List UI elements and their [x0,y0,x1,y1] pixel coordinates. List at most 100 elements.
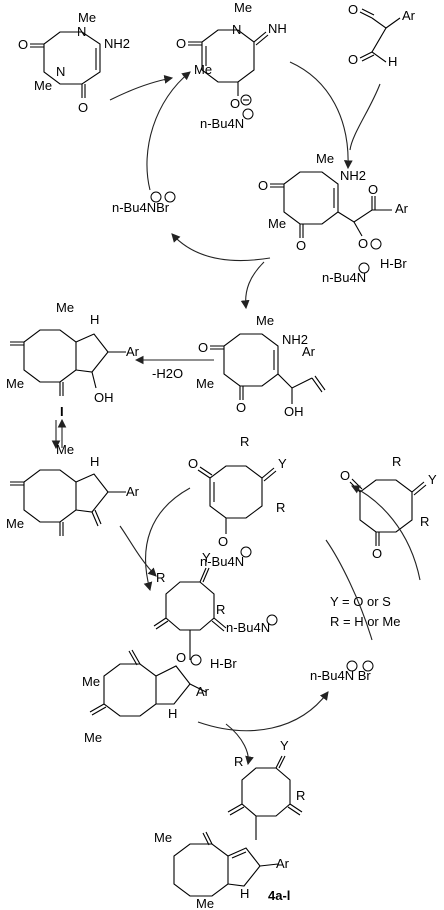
n3-methyl: Me [6,516,24,531]
n3-methyl: Me [34,78,52,93]
n1-methyl: Me [78,10,96,25]
c4-oxygen: O [236,400,246,415]
amino-group: NH2 [282,332,308,347]
intermediate-barbiturate-anion: R Y R O O n-Bu4N [188,434,287,569]
amino-group: NH2 [104,36,130,51]
n1-methyl: Me [234,0,252,15]
arrow-catalyst-regenerate [146,71,191,191]
n-substituent-r: R [276,500,285,515]
n-substituent-r: R [156,570,165,585]
positive-charge-icon [242,108,254,120]
c2-oxygen: O [176,36,186,51]
c4-oxygen: O [296,238,306,253]
alkoxide-oxygen: O [358,236,368,251]
arrow-to-alcohol [240,261,265,310]
product-4a-l: R Y R Me Ar H Me 4a-l [154,738,305,910]
c2-oxygen: O [198,340,208,355]
n-substituent-r: R [234,754,243,769]
catalyst-tetrabutylammonium-bromide-left: n-Bu4NBr [112,191,176,215]
n-substituent-r: R [240,434,249,449]
intermediate-spiro-adduct: R Y R n-Bu4N O H-Br Me Ar Me H [82,550,278,745]
hydrogen-bromide: H-Br [210,656,237,671]
aryl-group: Ar [126,484,140,499]
carbonyl-oxygen: O [372,546,382,561]
nh-hydrogen: H [240,886,249,901]
n-methyl-bottom: Me [84,730,102,745]
c4-oxygen: O [78,100,88,115]
hydroxyl-group: OH [94,390,114,405]
intermediate-alkoxide-adduct: Me NH2 O Me O Ar O O H-Br n-Bu4N [258,151,409,285]
counter-cation: n-Bu4N [200,116,244,131]
ketone-oxygen: O [368,182,378,197]
y-atom: Y [428,472,437,487]
positive-charge-icon [266,614,278,626]
aryl-group: Ar [196,684,210,699]
negative-charge-icon [190,654,202,666]
negative-charge-icon [362,660,374,672]
n-substituent-r: R [420,514,429,529]
compound-tag-4a-l: 4a-l [268,888,290,903]
compound-tag-I: I [60,404,64,419]
arrow-anion-to-adduct [289,61,353,170]
n3-methyl: Me [268,216,286,231]
n3-methyl: Me [196,376,214,391]
catalyst-label: n-Bu4N Br [310,668,371,683]
n-methyl-top: Me [154,830,172,845]
n-methyl-bottom: Me [196,896,214,910]
arrow-uracil-to-anion [109,75,174,101]
counter-cation: n-Bu4N [200,554,244,569]
y-atom: Y [280,738,289,753]
c2-oxygen: O [18,37,28,52]
reagent-arylglyoxal: O Ar O H [348,2,416,69]
n1-atom: N [232,22,241,37]
negative-charge-icon [164,191,176,203]
oxide-oxygen: O [218,534,228,549]
y-atom: Y [278,456,287,471]
aryl-group: Ar [302,344,316,359]
n-substituent-r: R [296,788,305,803]
arrow-adduct-to-catalyst [171,233,271,262]
n3-methyl: Me [6,376,24,391]
intermediate-alcohol: Me NH2 Ar O Me O OH [196,313,326,419]
negative-charge-icon [370,238,382,250]
positive-charge-icon [346,660,358,672]
oxide-oxygen: O [230,96,240,111]
aldehyde-hydrogen: H [388,54,397,69]
n1-methyl: Me [256,313,274,328]
n1-methyl: Me [56,300,74,315]
arrow-to-product [225,723,254,766]
arrow-spiro-to-catalyst [197,691,329,732]
n-substituent-r: R [392,454,401,469]
counter-cation: n-Bu4N [226,620,270,635]
n-substituent-r: R [216,602,225,617]
n3-methyl: Me [194,62,212,77]
nh-hydrogen: H [168,706,177,721]
ketone-oxygen: O [348,2,358,17]
pyrrolone-nh-hydrogen: H [90,454,99,469]
amino-group: NH2 [340,168,366,183]
catalyst-tetrabutylammonium-bromide-right: n-Bu4N Br [310,660,374,683]
y-definition: Y = O or S [330,594,391,609]
positive-charge-icon [240,546,252,558]
intermediate-pyrrole-I: Me H Ar Me OH I [6,300,140,419]
hydroxyl-group: OH [284,404,304,419]
aryl-group: Ar [126,344,140,359]
arrow-acid-to-anion [351,485,421,581]
carbonyl-oxygen: O [340,468,350,483]
intermediate-pyrrolone: Me H Ar Me [6,442,140,536]
n3-atom: N [56,64,65,79]
counter-cation: n-Bu4N [322,270,366,285]
aryl-group: Ar [276,856,290,871]
intermediate-uracil-anion: Me N NH O Me O n-Bu4N [176,0,287,131]
n1-atom: N [77,24,86,39]
n1-methyl: Me [56,442,74,457]
aryl-group: Ar [395,201,409,216]
y-atom: Y [202,550,211,565]
negative-charge-icon [240,94,252,106]
arrow-glyoxal-in [349,83,381,151]
arrow-anion-to-spiro [143,487,191,592]
positive-charge-icon [358,262,370,274]
pyrrole-nh-hydrogen: H [90,312,99,327]
c2-oxygen: O [258,178,268,193]
